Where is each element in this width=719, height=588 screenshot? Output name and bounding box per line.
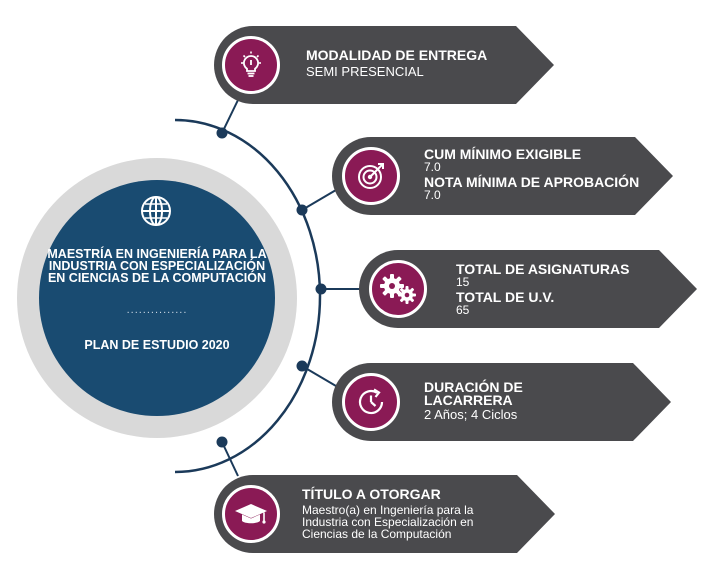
card-heading: DURACIÓN DE — [424, 379, 523, 395]
globe-icon — [141, 196, 171, 226]
separator: ............... — [126, 304, 188, 316]
clock-icon — [342, 373, 400, 431]
lightbulb-icon — [222, 36, 280, 94]
node-dot — [216, 436, 228, 448]
card-heading: TÍTULO A OTORGAR — [302, 486, 441, 502]
program-hub: MAESTRÍA EN INGENIERÍA PARA LA INDUSTRIA… — [39, 180, 275, 416]
node-dot — [296, 360, 308, 372]
target-icon — [342, 147, 400, 205]
card-value: SEMI PRESENCIAL — [306, 64, 424, 79]
card-heading: NOTA MÍNIMA DE APROBACIÓN — [424, 174, 640, 190]
node-dot — [296, 204, 308, 216]
card-value: 2 Años; 4 Ciclos — [424, 407, 518, 422]
card-titulo: TÍTULO A OTORGAR Maestro(a) en Ingenierí… — [214, 475, 555, 553]
card-value-line: Industria con Especialización en — [302, 515, 474, 529]
card-heading: TOTAL DE ASIGNATURAS — [456, 261, 630, 277]
card-cum: CUM MÍNIMO EXIGIBLE 7.0 NOTA MÍNIMA DE A… — [332, 137, 673, 215]
card-value-line: Maestro(a) en Ingeniería para la — [302, 503, 474, 517]
graduation-cap-icon — [222, 485, 280, 543]
gears-icon — [369, 260, 427, 318]
timeline-arc — [174, 118, 322, 474]
card-heading: MODALIDAD DE ENTREGA — [306, 47, 488, 63]
card-asignaturas: TOTAL DE ASIGNATURAS 15 TOTAL DE U.V. 65 — [359, 250, 697, 328]
card-duracion: DURACIÓN DE LACARRERA 2 Años; 4 Ciclos — [332, 363, 671, 441]
node-dot — [216, 127, 228, 139]
card-heading: CUM MÍNIMO EXIGIBLE — [424, 146, 582, 162]
card-value: 7.0 — [424, 188, 441, 202]
card-value: 15 — [456, 275, 470, 289]
card-value: 7.0 — [424, 160, 441, 174]
node-dot — [315, 283, 327, 295]
program-title: MAESTRÍA EN INGENIERÍA PARA LA INDUSTRIA… — [47, 247, 267, 285]
plan-label: PLAN DE ESTUDIO 2020 — [84, 338, 230, 352]
card-value-line: Ciencias de la Computación — [302, 527, 452, 541]
card-heading: TOTAL DE U.V. — [456, 289, 555, 305]
card-modalidad: MODALIDAD DE ENTREGA SEMI PRESENCIAL — [214, 26, 554, 104]
card-value: 65 — [456, 303, 470, 317]
card-heading: LACARRERA — [424, 392, 513, 408]
